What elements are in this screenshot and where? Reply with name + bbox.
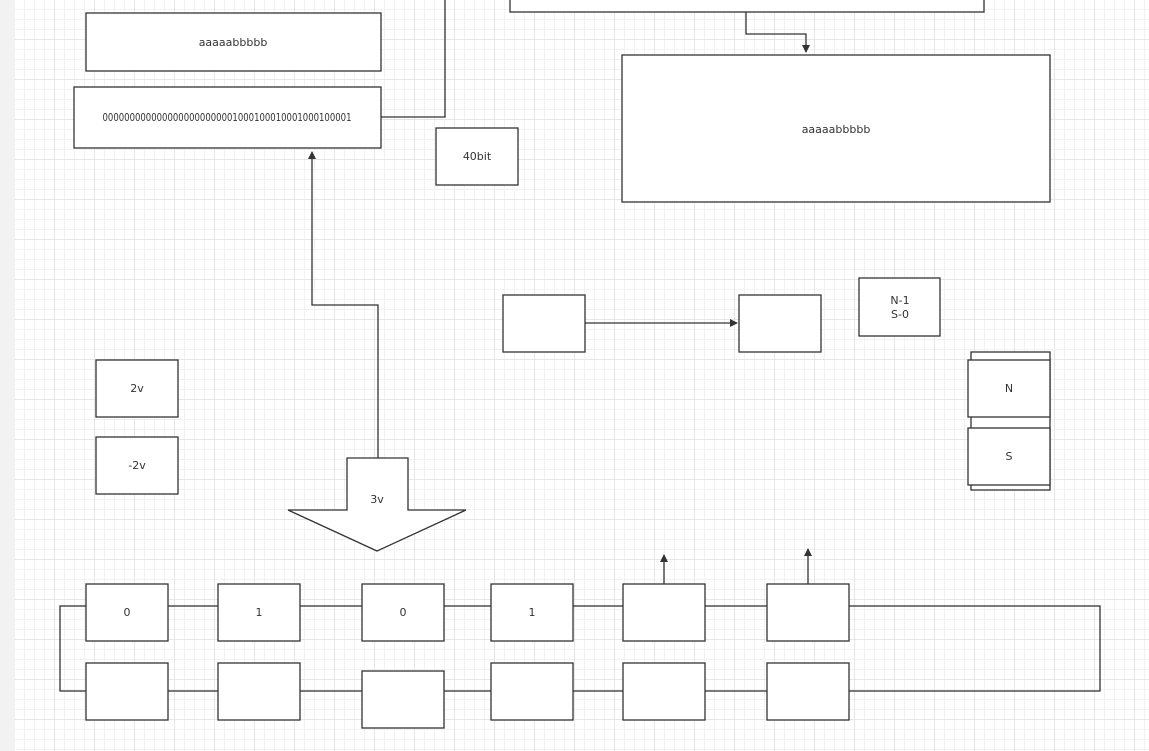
box-top-left[interactable]: [85, 12, 382, 72]
cell-top-4[interactable]: [490, 583, 574, 642]
box-top-left-label: aaaaabbbbb: [199, 36, 268, 49]
cell-bottom-3[interactable]: [361, 670, 445, 729]
cell-top-1-label: 0: [124, 606, 131, 619]
empty-box-left[interactable]: [502, 294, 586, 353]
voltage-pos-label: 2v: [130, 382, 144, 395]
magnet-n-label: N: [1005, 382, 1013, 395]
voltage-pos-box[interactable]: [95, 359, 179, 418]
cell-top-3-label: 0: [400, 606, 407, 619]
cell-top-6[interactable]: [766, 583, 850, 642]
down-arrow-label: 3v: [370, 493, 384, 506]
empty-box-right[interactable]: [738, 294, 822, 353]
cell-top-2-label: 1: [256, 606, 263, 619]
cell-loop-outline: [59, 605, 1101, 692]
ns-note-box[interactable]: [858, 277, 941, 337]
magnet-s-box[interactable]: [967, 427, 1051, 486]
top-partial-box[interactable]: [509, 0, 985, 13]
ns-note-line2: S-0: [891, 308, 909, 321]
connector-binary-to-top: [381, 0, 446, 118]
cell-top-3[interactable]: [361, 583, 445, 642]
cell-top-1[interactable]: [85, 583, 169, 642]
cell-bottom-6[interactable]: [766, 662, 850, 721]
cell-top-2[interactable]: [217, 583, 301, 642]
voltage-neg-label: -2v: [128, 459, 146, 472]
voltage-neg-box[interactable]: [95, 436, 179, 495]
big-box[interactable]: [621, 54, 1051, 203]
cell-bottom-4[interactable]: [490, 662, 574, 721]
magnet-s-label: S: [1006, 450, 1013, 463]
ns-note-line1: N-1: [890, 294, 909, 307]
connector-arrow-to-binary: [308, 151, 379, 458]
connector-top-to-big-box: [745, 12, 810, 53]
cell-bottom-5[interactable]: [622, 662, 706, 721]
big-box-label: aaaaabbbbb: [802, 123, 871, 136]
cell-top-5[interactable]: [622, 583, 706, 642]
cell-bottom-2[interactable]: [217, 662, 301, 721]
magnet-n-box[interactable]: [967, 359, 1051, 418]
binary-box-label: 0000000000000000000000001000100010001000…: [103, 111, 352, 124]
bit-note-box[interactable]: [435, 127, 519, 186]
cell-top-4-label: 1: [529, 606, 536, 619]
down-arrow-shape[interactable]: [287, 457, 467, 552]
cell-bottom-1[interactable]: [85, 662, 169, 721]
bit-note-label: 40bit: [463, 150, 492, 163]
